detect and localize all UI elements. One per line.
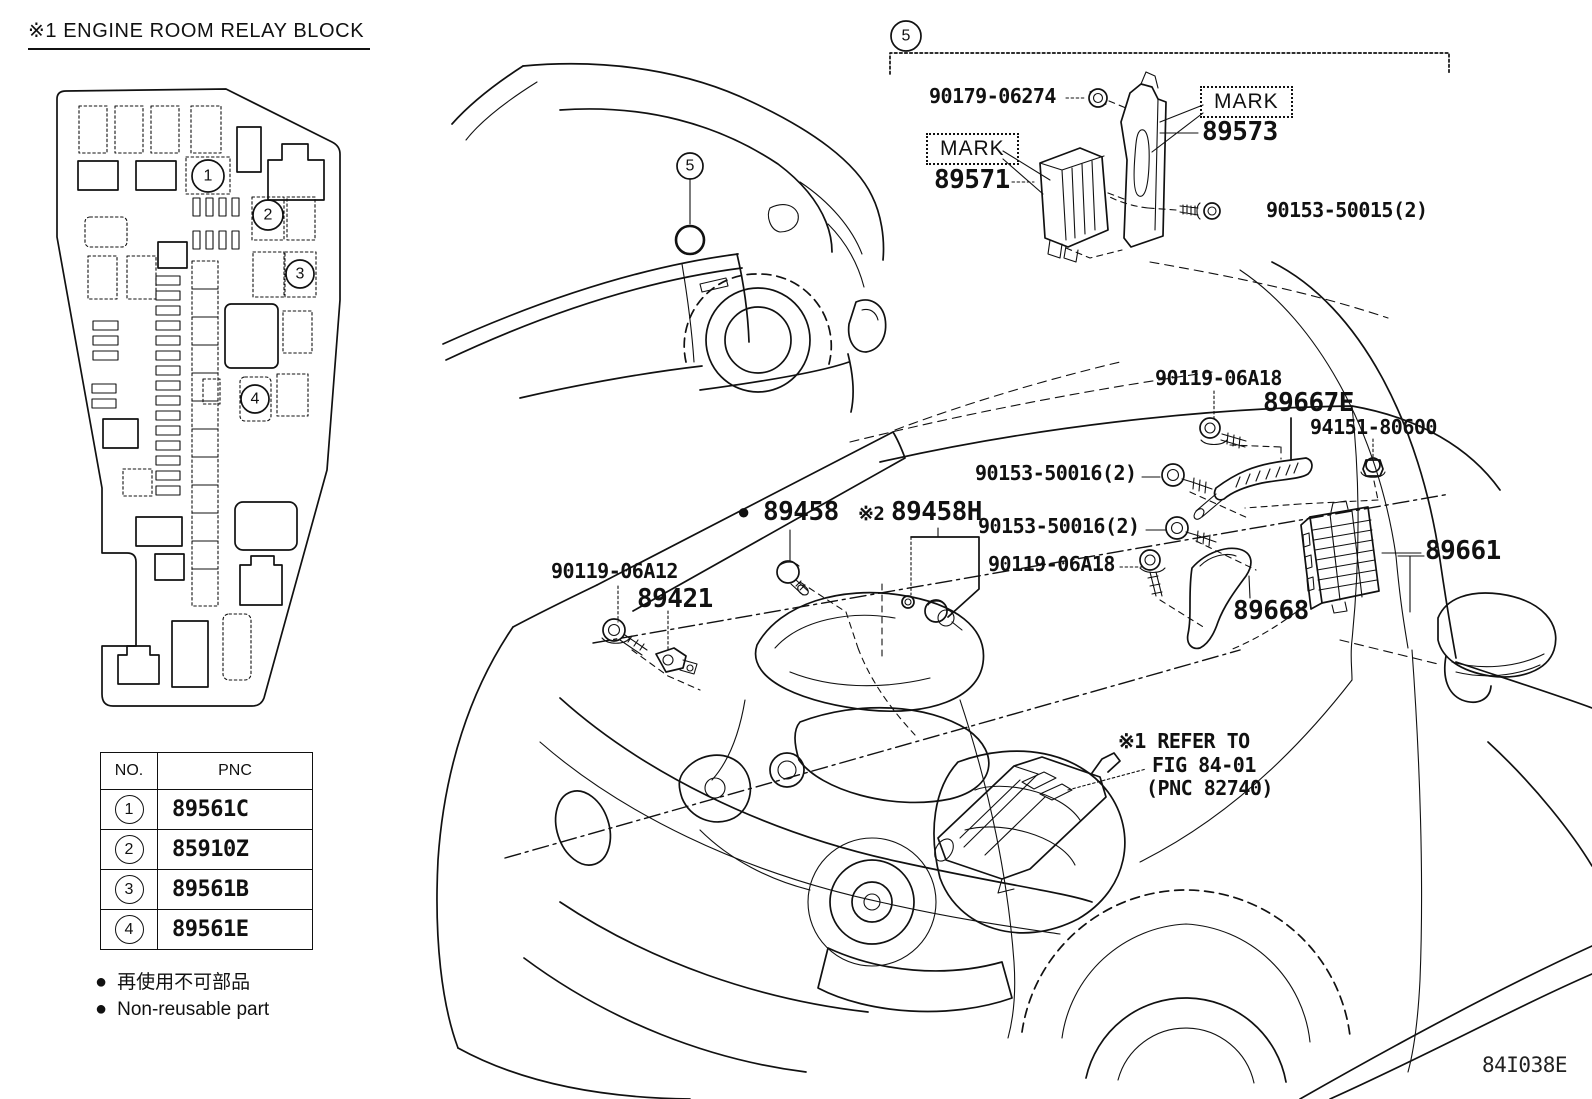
svg-text:5: 5	[902, 28, 911, 45]
label-90119-06A18-lower: 90119-06A18	[988, 552, 1115, 576]
pnc-value-3: 89561B	[157, 869, 313, 910]
label-90119-06A18-upper: 90119-06A18	[1155, 366, 1282, 390]
page-title: ※1 ENGINE ROOM RELAY BLOCK	[28, 18, 371, 50]
row-callout-3: 3	[114, 875, 144, 904]
legend-bullet-icon: ●	[95, 998, 108, 1020]
relay-block-callout-1: 1	[191, 159, 225, 193]
engine-drawing	[678, 591, 1126, 1013]
svg-text:5: 5	[686, 158, 695, 175]
legend-jp: ●再使用不可部品	[95, 971, 251, 993]
relay-assembly-82740-drawing	[934, 752, 1147, 894]
pnc-value-2: 85910Z	[157, 829, 313, 870]
table-row: 1 89561C	[100, 789, 313, 830]
pnc-table-header-row: NO. PNC	[100, 752, 313, 790]
label-89661: 89661	[1425, 536, 1501, 566]
table-row: 3 89561B	[100, 869, 313, 910]
row-callout-2: 2	[114, 835, 144, 864]
pnc-table-header-pnc: PNC	[157, 752, 313, 790]
label-90153-50015: 90153-50015(2)	[1266, 198, 1428, 222]
svg-text:1: 1	[204, 168, 213, 185]
pnc-value-1: 89561C	[157, 789, 313, 830]
label-89458H: 89458H	[891, 497, 982, 527]
section5-bracket: 5	[889, 20, 1450, 75]
note-2-marker: ※2	[858, 503, 885, 525]
relay-block-callout-3: 3	[285, 259, 315, 289]
engine-sensors-drawing	[601, 527, 980, 736]
legend-en: ●Non-reusable part	[95, 998, 270, 1020]
non-reusable-bullet-89458: ●	[737, 499, 751, 524]
refer-note-line3: (PNC 82740)	[1146, 776, 1273, 800]
rear-car-callout-5: 5	[674, 152, 706, 256]
label-90179-06274: 90179-06274	[929, 84, 1056, 108]
refer-note-line2: FIG 84-01	[1152, 753, 1256, 777]
label-94151-80600: 94151-80600	[1310, 415, 1437, 439]
projection-lines	[504, 493, 1451, 859]
rear-car-drawing: 5	[442, 62, 887, 413]
relay-block-callout-2: 2	[252, 199, 284, 231]
svg-text:3: 3	[296, 266, 305, 283]
row-callout-4: 4	[114, 915, 144, 944]
label-89668: 89668	[1233, 596, 1309, 626]
relay-block-drawing: 1 2 3 4	[56, 88, 341, 707]
pnc-value-4: 89561E	[157, 909, 313, 950]
label-89571: 89571	[934, 165, 1010, 195]
pnc-table: NO. PNC 1 89561C 2 85910Z 3 89561B 4 895…	[100, 752, 313, 950]
table-row: 2 85910Z	[100, 829, 313, 870]
row-callout-1: 1	[114, 795, 144, 824]
label-89667E: 89667E	[1263, 388, 1354, 418]
svg-text:4: 4	[251, 391, 260, 408]
label-89573: 89573	[1202, 117, 1278, 147]
pnc-table-header-no: NO.	[100, 752, 158, 790]
label-89421: 89421	[637, 584, 713, 614]
mark-box-89573: MARK	[1200, 86, 1293, 119]
table-row: 4 89561E	[100, 909, 313, 950]
refer-note-line1: ※1 REFER TO	[1118, 729, 1250, 753]
drawing-code: 84I038E	[1482, 1053, 1568, 1077]
relay-block-callout-4: 4	[240, 384, 270, 414]
front-car-drawing	[436, 261, 1592, 1099]
ecu-parts-drawing	[1119, 390, 1422, 651]
label-90119-06A12: 90119-06A12	[551, 559, 678, 583]
label-90153-50016-a: 90153-50016(2)	[975, 461, 1137, 485]
svg-text:2: 2	[264, 207, 273, 224]
legend-bullet-icon: ●	[95, 971, 108, 993]
label-89458: 89458	[763, 497, 839, 527]
mark-box-89571: MARK	[926, 133, 1019, 166]
label-90153-50016-b: 90153-50016(2)	[978, 514, 1140, 538]
